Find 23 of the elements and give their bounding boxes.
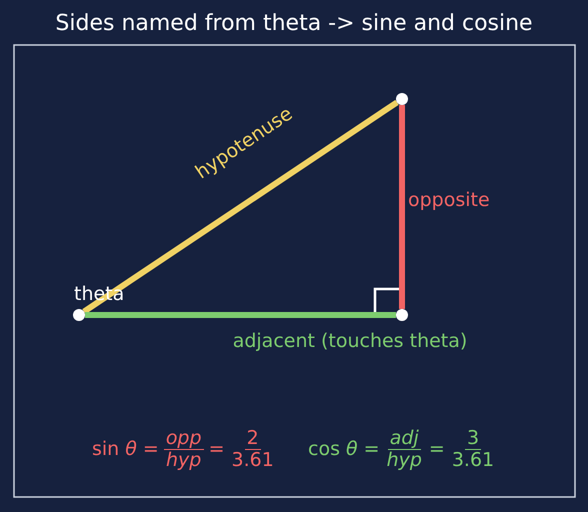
vertex-dot: [73, 309, 85, 321]
vertex-dot: [396, 309, 408, 321]
denominator: hyp: [165, 450, 202, 471]
denominator: 3.61: [450, 450, 496, 471]
title: Sides named from theta -> sine and cosine: [54, 11, 534, 36]
numerator: 3: [464, 428, 482, 450]
triangle-side: [399, 105, 405, 309]
equals-sign: =: [428, 438, 445, 460]
edge-label: adjacent (touches theta): [232, 330, 468, 352]
function-name: sin θ: [92, 438, 137, 460]
edge-label: opposite: [408, 189, 490, 211]
triangle-side: [85, 312, 396, 318]
denominator: hyp: [386, 450, 423, 471]
equals-sign: =: [208, 438, 224, 460]
triangle-side: [82, 100, 399, 314]
numerator: opp: [164, 428, 204, 450]
function-name: cos θ: [308, 438, 358, 460]
vertex-dot: [396, 93, 408, 105]
numerator: adj: [388, 428, 421, 450]
equals-sign: =: [142, 438, 159, 460]
denominator: 3.61: [230, 450, 275, 471]
numerator: 2: [244, 428, 261, 450]
equals-sign: =: [364, 438, 380, 460]
